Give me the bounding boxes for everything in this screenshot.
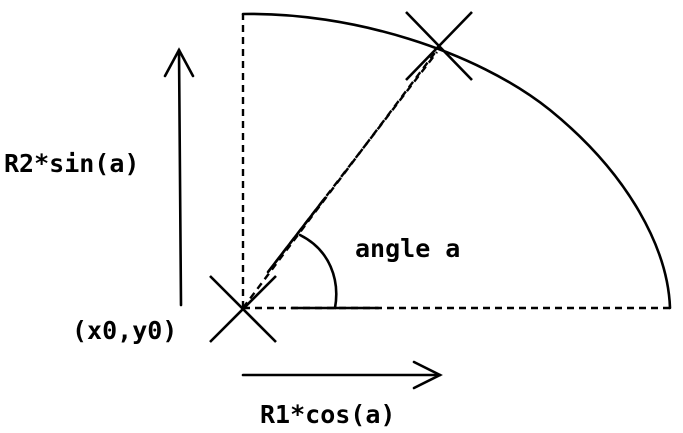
- angle-ray-solid-segment: [266, 196, 327, 274]
- radius-to-point-dashed-line-2: [267, 51, 438, 273]
- angle-label: angle a: [355, 234, 460, 263]
- origin-cross-marker: [209, 275, 277, 343]
- horizontal-label: R1*cos(a): [260, 400, 395, 429]
- vertical-arrow: [163, 47, 195, 307]
- radius-to-point-dashed-line: [242, 45, 441, 309]
- horizontal-arrow: [241, 360, 443, 390]
- angle-arc: [298, 233, 338, 310]
- vertical-label: R2*sin(a): [4, 149, 139, 178]
- origin-label: (x0,y0): [72, 316, 177, 345]
- ellipse-arc: [241, 12, 672, 310]
- arc-point-cross-marker: [405, 11, 473, 81]
